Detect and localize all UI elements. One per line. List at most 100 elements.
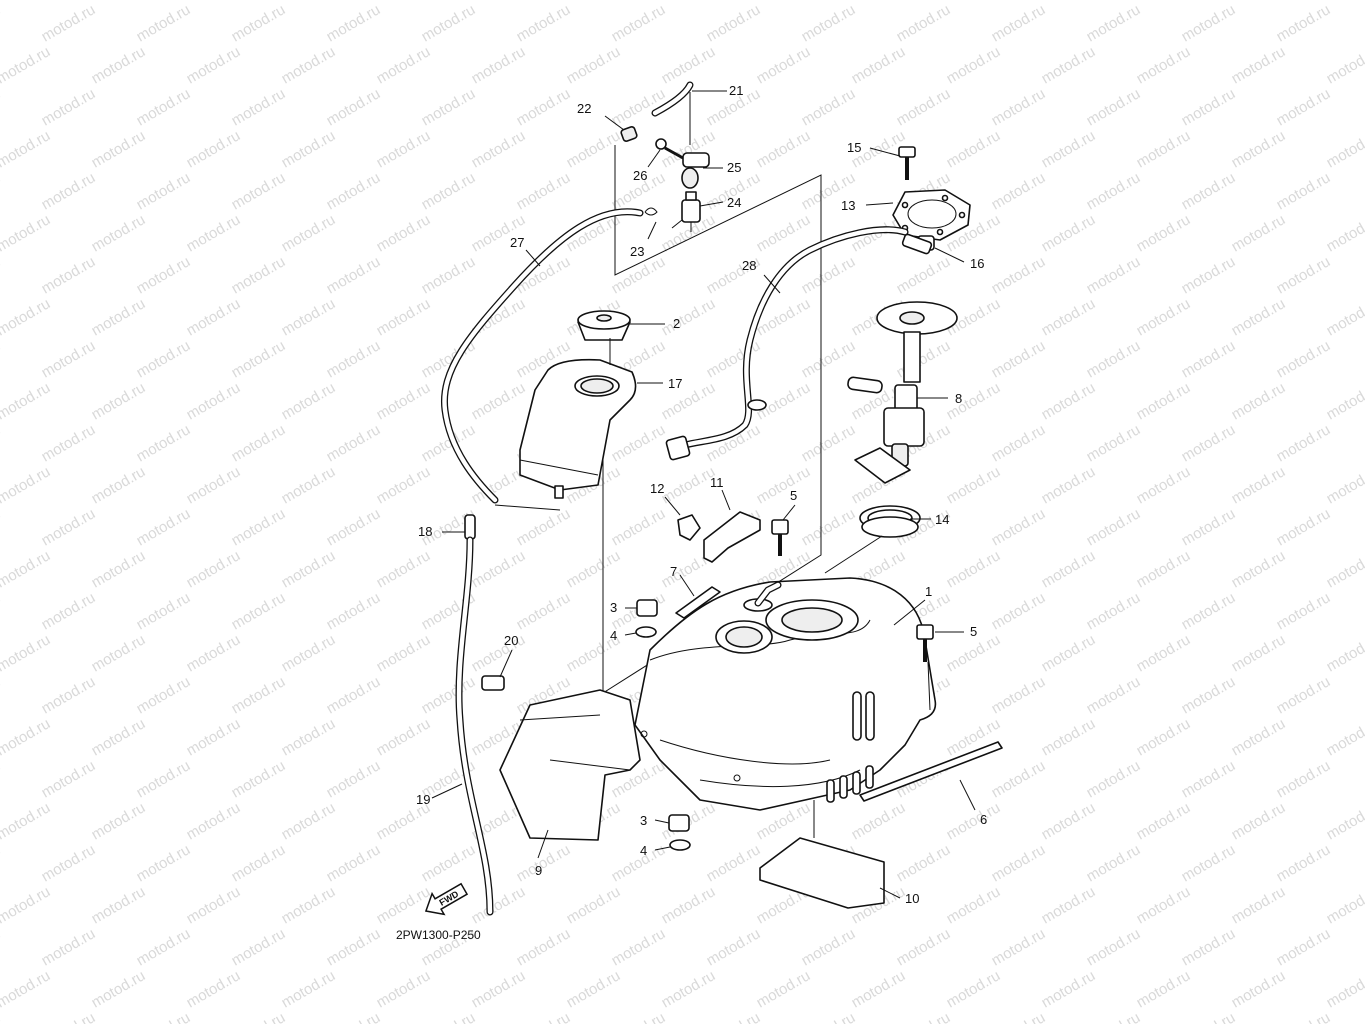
watermark-text: motod.ru: [894, 1009, 954, 1024]
callout-19: 19: [416, 792, 430, 807]
callout-13: 13: [841, 198, 855, 213]
watermark-text: motod.ru: [989, 169, 1049, 213]
watermark-text: motod.ru: [1229, 463, 1289, 507]
watermark-text: motod.ru: [1229, 715, 1289, 759]
watermark-text: motod.ru: [279, 799, 339, 843]
watermark-text: motod.ru: [609, 841, 669, 885]
part-8-fuel-pump: [847, 301, 958, 484]
watermark-text: motod.ru: [229, 673, 289, 717]
watermark-text: motod.ru: [324, 841, 384, 885]
watermark-text: motod.ru: [0, 127, 53, 171]
watermark-text: motod.ru: [279, 463, 339, 507]
watermark-text: motod.ru: [799, 253, 859, 297]
watermark-text: motod.ru: [514, 85, 574, 129]
part-19-drain-hose: [455, 536, 494, 916]
watermark-text: motod.ru: [659, 883, 719, 927]
part-15-bolt: [898, 146, 916, 180]
watermark-text: motod.ru: [469, 631, 529, 675]
watermark-text: motod.ru: [0, 295, 53, 339]
watermark-text: motod.ru: [0, 589, 3, 633]
watermark-text: motod.ru: [989, 85, 1049, 129]
watermark-text: motod.ru: [0, 421, 3, 465]
callout-3-upper: 3: [610, 600, 617, 615]
watermark-text: motod.ru: [704, 1, 764, 45]
watermark-text: motod.ru: [514, 1, 574, 45]
part-12-clip: [677, 514, 701, 541]
watermark-text: motod.ru: [1084, 253, 1144, 297]
watermark-text: motod.ru: [1274, 589, 1334, 633]
callout-3-lower: 3: [640, 813, 647, 828]
callout-6: 6: [980, 812, 987, 827]
watermark-text: motod.ru: [1324, 967, 1365, 1011]
part-6-damper-strip: [859, 741, 1003, 802]
watermark-text: motod.ru: [989, 1009, 1049, 1024]
watermark-text: motod.ru: [134, 421, 194, 465]
watermark-text: motod.ru: [374, 631, 434, 675]
watermark-text: motod.ru: [469, 0, 529, 3]
callout-21: 21: [729, 83, 743, 98]
assembly-frame: [602, 145, 822, 694]
watermark-text: motod.ru: [279, 127, 339, 171]
watermark-text: motod.ru: [514, 925, 574, 969]
watermark-text: motod.ru: [564, 127, 624, 171]
watermark-text: motod.ru: [1324, 631, 1365, 675]
watermark-text: motod.ru: [1324, 715, 1365, 759]
watermark-text: motod.ru: [89, 211, 149, 255]
watermark-text: motod.ru: [514, 589, 574, 633]
callout-24: 24: [727, 195, 741, 210]
watermark-text: motod.ru: [1179, 421, 1239, 465]
watermark-text: motod.ru: [894, 85, 954, 129]
watermark-text: motod.ru: [0, 799, 53, 843]
watermark-text: motod.ru: [1324, 295, 1365, 339]
watermark-text: motod.ru: [89, 127, 149, 171]
watermark-text: motod.ru: [184, 547, 244, 591]
watermark-text: motod.ru: [1084, 505, 1144, 549]
part-5-bolt-upper: [771, 519, 789, 556]
part-14-ring: [824, 505, 921, 574]
watermark-text: motod.ru: [279, 211, 339, 255]
watermark-text: motod.ru: [134, 925, 194, 969]
watermark-text: motod.ru: [1324, 127, 1365, 171]
watermark-text: motod.ru: [849, 967, 909, 1011]
watermark-text: motod.ru: [704, 1009, 764, 1024]
watermark-text: motod.ru: [1134, 379, 1194, 423]
part-10-pad: [759, 800, 885, 909]
watermark-text: motod.ru: [184, 127, 244, 171]
watermark-text: motod.ru: [894, 337, 954, 381]
watermark-text: motod.ru: [374, 43, 434, 87]
watermark-text: motod.ru: [944, 379, 1004, 423]
watermark-text: motod.ru: [184, 379, 244, 423]
watermark-text: motod.ru: [0, 85, 3, 129]
watermark-text: motod.ru: [279, 43, 339, 87]
watermark-text: motod.ru: [1039, 799, 1099, 843]
watermark-text: motod.ru: [1134, 715, 1194, 759]
watermark-text: motod.ru: [134, 169, 194, 213]
watermark-text: motod.ru: [469, 127, 529, 171]
watermark-text: motod.ru: [324, 757, 384, 801]
watermark-text: motod.ru: [1134, 0, 1194, 3]
part-18-joint: [464, 514, 476, 540]
callout-8: 8: [955, 391, 962, 406]
watermark-text: motod.ru: [1229, 127, 1289, 171]
watermark-text: motod.ru: [374, 127, 434, 171]
watermark-text: motod.ru: [0, 967, 53, 1011]
callout-4-lower: 4: [640, 843, 647, 858]
watermark-text: motod.ru: [1229, 43, 1289, 87]
watermark-text: motod.ru: [989, 841, 1049, 885]
watermark-text: motod.ru: [1134, 463, 1194, 507]
watermark-text: motod.ru: [564, 43, 624, 87]
watermark-text: motod.ru: [989, 505, 1049, 549]
watermark-text: motod.ru: [514, 169, 574, 213]
watermark-text: motod.ru: [1274, 253, 1334, 297]
watermark-text: motod.ru: [1084, 589, 1144, 633]
watermark-text: motod.ru: [849, 0, 909, 3]
watermark-text: motod.ru: [229, 925, 289, 969]
watermark-text: motod.ru: [514, 841, 574, 885]
part-3-nut-lower: [668, 814, 690, 832]
watermark-text: motod.ru: [419, 85, 479, 129]
watermark-text: motod.ru: [0, 631, 53, 675]
callout-10: 10: [905, 891, 919, 906]
watermark-text: motod.ru: [609, 1009, 669, 1024]
watermark-text: motod.ru: [1274, 505, 1334, 549]
